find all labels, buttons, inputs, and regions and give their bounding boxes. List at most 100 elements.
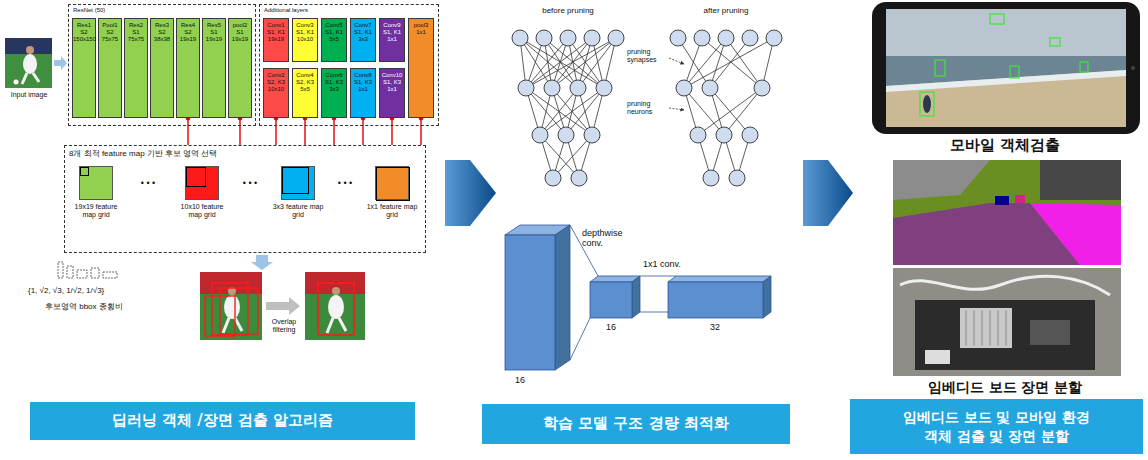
box-text: Conv5 S1, K1 5x5 [322,22,346,43]
note-label: • • • [333,178,357,188]
feature-map-grid [281,166,315,200]
box-text: 1x1 feature map grid [363,203,421,219]
neuron-circle [518,80,534,96]
synapse-line [566,88,604,135]
small-arrow [54,56,67,70]
note-label: after pruning [676,6,776,15]
box-text: pool2 S1 19x19 [229,22,251,43]
feature-link [239,118,240,145]
neuron-circle [558,127,574,143]
feature-link [275,118,276,145]
note-label: Input image [2,91,56,99]
box-text: Conv7 S1, K1 3x3 [351,22,375,43]
layer-box: Conv5 S1, K1 5x5 [321,18,347,62]
feature-link [420,118,421,145]
neuron-circle [584,127,600,143]
box-text: Conv4 S2, K3 5x5 [293,72,317,93]
feature-map-grid [79,166,113,200]
layer-box: Conv8 S1, K3 1x1 [350,68,376,118]
neuron-circle [742,30,758,46]
layer-box: Conv1 S1, K1 19x19 [263,18,289,62]
note-label: 32 [703,322,727,332]
filter-arrow [266,297,300,315]
synapse-line [540,135,579,178]
note-label: pruning synapses [627,48,669,64]
layer-box: Res5 S1 19x19 [202,18,226,118]
group-frame: 8개 최적 feature map 기반 후보 영역 선택19x19 featu… [64,145,426,253]
neuron-circle [536,30,552,46]
grid-cell [186,167,206,187]
stage-title: 임베디드 보드 및 모바일 환경 객체 검출 및 장면 분할 [899,408,1095,444]
neuron-circle [690,127,706,143]
stage-bar: 학습 모델 구조 경량 최적화 [482,404,790,444]
group-frame: Additional layersConv1 S1, K1 19x19Conv3… [259,4,439,126]
filtered-photo [305,272,365,340]
feature-map-grid [185,166,219,200]
stage-arrow [803,160,853,226]
box-text: Res1 S2 150x150 [73,22,95,43]
box-text: pool3 1x1 [409,22,433,36]
layer-box: Res3 S2 38x38 [150,18,174,118]
synapse-line [526,38,592,88]
caption-text: 임베디드 보드 장면 분할 [880,379,1130,395]
box-text: Pool1 S2 75x75 [99,22,121,43]
layer-box: Pool1 S2 75x75 [98,18,122,118]
segmentation-photo [893,160,1121,265]
neuron-circle [584,30,600,46]
feature-map-grid [375,166,409,200]
layer-box: Res1 S2 150x150 [72,18,96,118]
grid-node: 10x10 feature map grid [173,166,231,219]
neuron-circle [766,30,782,46]
anchor-boxes [58,262,117,278]
neuron-circle [670,30,686,46]
neuron-circle [532,127,548,143]
neuron-circle [570,80,586,96]
feature-link [333,118,334,145]
stage-arrow [445,160,496,226]
group-title: ResNet (50) [73,7,251,13]
note-label: depthwise conv. [582,228,644,249]
neuron-circle [512,30,528,46]
box-text: 3x3 feature map grid [269,203,327,219]
board-photo [893,268,1121,376]
layer-box: Conv3 S1, K1 10x10 [292,18,318,62]
layer-box: Conv2 S2, K3 10x10 [263,68,289,118]
stage-bar: 임베디드 보드 및 모바일 환경 객체 검출 및 장면 분할 [850,399,1143,454]
neuron-circle [608,30,624,46]
synapse-line [724,88,762,135]
neuron-circle [694,30,710,46]
stage-title: 딥러닝 객체 /장면 검출 알고리즘 [112,411,333,431]
feature-link [362,118,363,145]
stage-bar: 딥러닝 객체 /장면 검출 알고리즘 [30,402,415,440]
neuron-circle [676,80,692,96]
layer-box: Conv10 S1, K3 1x1 [379,68,405,118]
neuron-circle [718,30,734,46]
depthwise-figure [505,225,771,370]
box-text: Res2 S1 75x75 [125,22,147,43]
neuron-circle [742,127,758,143]
neuron-circle [754,80,770,96]
pointer-arrow [669,58,684,64]
note-label: • • • [238,178,262,188]
grid-node: 1x1 feature map grid [363,166,421,219]
detect-photo [200,272,262,340]
stage-title: 학습 모델 구조 경량 최적화 [543,414,729,434]
caption-text: 모바일 객체검출 [880,137,1130,154]
neuron-circle [729,170,745,186]
note-label: before pruning [518,6,618,15]
group-title: Additional layers [264,7,434,13]
neuron-circle [596,80,612,96]
layer-box: pool3 1x1 [408,18,434,118]
note-label: pruning neurons [627,100,669,116]
grid-node: 19x19 feature map grid [67,166,125,219]
box-text: 10x10 feature map grid [173,203,231,219]
grid-node: 3x3 feature map grid [269,166,327,219]
neuron-circle [560,30,576,46]
grid-cell [282,167,309,194]
note-label: 후보영역 bbox 종횡비 [45,302,165,311]
layer-box: Conv4 S2, K3 5x5 [292,68,318,118]
box-text: Conv9 S1, K1 1x1 [380,22,404,43]
synapse-line [578,38,616,88]
grid-cell [376,167,410,201]
pointer-arrow [669,108,684,110]
